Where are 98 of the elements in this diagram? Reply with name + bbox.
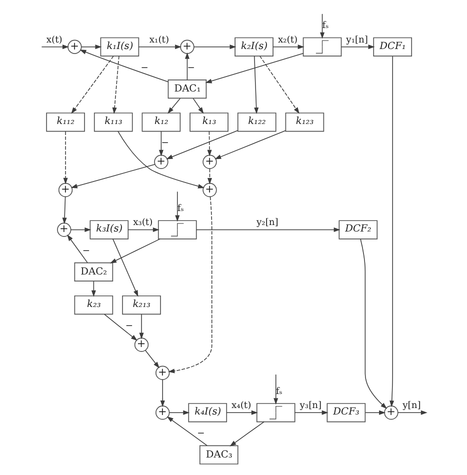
- arrow: [80, 44, 102, 50]
- node-box: k₁₂₃: [284, 112, 324, 132]
- node-circle: +: [56, 222, 71, 237]
- arrow: [70, 56, 114, 114]
- arrow: [138, 314, 144, 340]
- arrow: [127, 228, 159, 232]
- node-box: k₂₃: [74, 295, 113, 315]
- node-box: k₃I(s): [89, 220, 128, 240]
- node-box: k₂₁₃: [122, 295, 160, 315]
- arrow: [204, 52, 304, 84]
- arrow: [184, 52, 189, 80]
- node-box: DCF₂: [338, 220, 378, 240]
- arrow: [206, 168, 212, 185]
- node-circle: +: [155, 406, 170, 420]
- edge-label: −: [186, 63, 194, 74]
- edge-label: −: [160, 138, 168, 149]
- node-circle: +: [384, 406, 398, 420]
- node-box: k₂I(s): [234, 37, 273, 56]
- node-box: DCF₁: [372, 37, 412, 56]
- edge-label: y₂[n]: [256, 218, 278, 228]
- arrow: [167, 98, 180, 114]
- node-box: [256, 403, 295, 422]
- edge-label: y₃[n]: [299, 401, 322, 411]
- arrow: [364, 410, 386, 415]
- node-box: k₁₂: [141, 112, 180, 132]
- node-circle: +: [180, 40, 194, 54]
- node-box: k₁₃: [189, 112, 228, 132]
- arrow: [158, 130, 163, 156]
- edge-label: −: [140, 63, 148, 74]
- arrow: [160, 379, 164, 408]
- arrow: [192, 98, 204, 114]
- node-box: DAC₃: [198, 445, 238, 464]
- arrow: [174, 191, 180, 222]
- node-box: k₁₁₃: [93, 112, 132, 132]
- arrow: [253, 56, 258, 114]
- node-box: k₁₁₂: [46, 112, 84, 132]
- edge-label: x(t): [46, 35, 62, 46]
- node-circle: +: [202, 154, 216, 169]
- arrow: [66, 234, 88, 264]
- node-box: [302, 37, 342, 56]
- arrow: [40, 44, 68, 50]
- edge-label: y₁[n]: [346, 35, 368, 46]
- arrow: [90, 280, 96, 297]
- arrow: [62, 131, 68, 184]
- edge-label: x₁(t): [148, 35, 169, 46]
- arrow: [272, 44, 304, 50]
- node-circle: +: [58, 182, 72, 198]
- edge-label: −: [124, 322, 132, 332]
- arrow: [397, 410, 427, 415]
- arrow: [112, 56, 119, 114]
- arrow: [360, 238, 387, 409]
- arrow: [193, 44, 236, 50]
- arrow: [103, 314, 137, 341]
- arrow: [389, 56, 394, 408]
- edge-label: fₛ: [275, 386, 282, 397]
- node-box: [157, 220, 196, 240]
- arrow: [166, 130, 238, 160]
- edge-label: x₃(t): [132, 218, 152, 228]
- arrow: [138, 44, 182, 50]
- edge-label: x₄(t): [231, 401, 251, 411]
- node-circle: +: [202, 182, 216, 198]
- arrow: [214, 130, 286, 160]
- node-box: DCF₃: [326, 403, 366, 422]
- edge-label: fₛ: [176, 204, 184, 214]
- node-circle: +: [67, 40, 82, 54]
- edge-label: −: [196, 429, 204, 440]
- arrow: [62, 196, 66, 224]
- arrow: [166, 416, 207, 446]
- node-box: k₁I(s): [100, 37, 139, 56]
- arrow: [168, 410, 190, 415]
- arrow: [226, 410, 258, 415]
- arrow: [117, 130, 204, 188]
- arrow: [206, 130, 212, 156]
- node-circle: +: [154, 154, 168, 169]
- arrow: [340, 44, 374, 50]
- arrow: [70, 228, 91, 232]
- node-circle: +: [155, 366, 170, 380]
- arrow: [294, 410, 328, 415]
- arrow: [168, 196, 212, 374]
- arrow: [112, 238, 138, 297]
- node-box: DAC₁: [167, 80, 206, 99]
- node-box: DAC₂: [74, 262, 113, 282]
- edge-label: fₛ: [322, 21, 328, 32]
- arrow: [109, 238, 160, 264]
- arrow: [320, 14, 324, 39]
- edge-label: −: [82, 246, 90, 256]
- arrow: [196, 228, 340, 232]
- node-box: k₄I(s): [188, 403, 227, 422]
- arrow: [70, 164, 155, 188]
- edge-label: y[n]: [402, 401, 420, 411]
- arrow: [229, 421, 264, 446]
- arrow: [258, 56, 299, 114]
- node-box: k₁₂₂: [236, 112, 276, 132]
- node-circle: +: [134, 338, 148, 352]
- arrow: [144, 350, 159, 368]
- arrow: [79, 50, 168, 82]
- edge-label: x₂(t): [277, 35, 298, 46]
- arrow: [273, 374, 278, 405]
